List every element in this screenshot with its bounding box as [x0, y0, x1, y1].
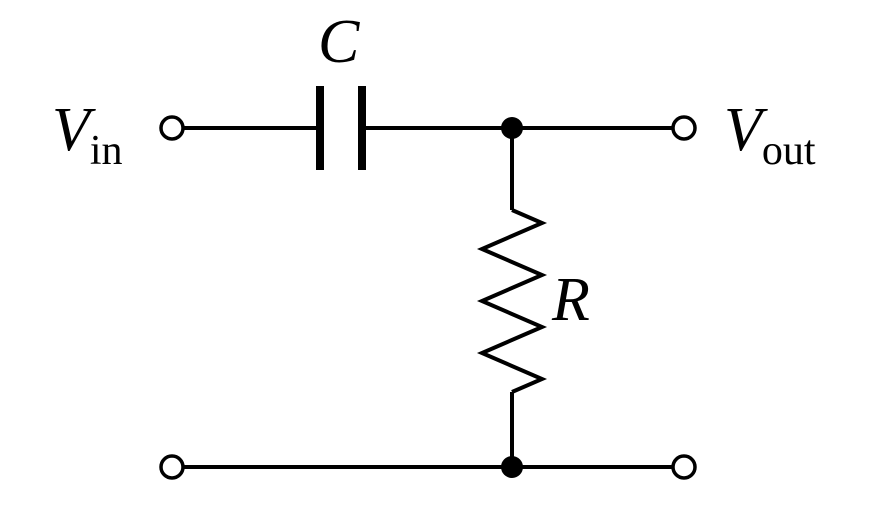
capacitor	[316, 86, 366, 170]
capacitor-label: C	[318, 8, 360, 76]
output-voltage-symbol: V	[724, 96, 768, 164]
terminal-input-bottom	[159, 454, 185, 480]
resistor-label: R	[551, 266, 590, 334]
junction-top-node	[501, 117, 523, 139]
terminal-output-bottom	[671, 454, 697, 480]
terminal-output-top	[671, 115, 697, 141]
terminal-input-top	[159, 115, 185, 141]
junction-bottom-node	[501, 456, 523, 478]
input-voltage-subscript: in	[90, 128, 123, 174]
input-voltage-symbol: V	[52, 96, 96, 164]
input-voltage-label: Vin	[52, 96, 123, 174]
output-voltage-subscript: out	[762, 128, 816, 174]
output-voltage-label: Vout	[724, 96, 816, 174]
resistor	[476, 208, 548, 394]
